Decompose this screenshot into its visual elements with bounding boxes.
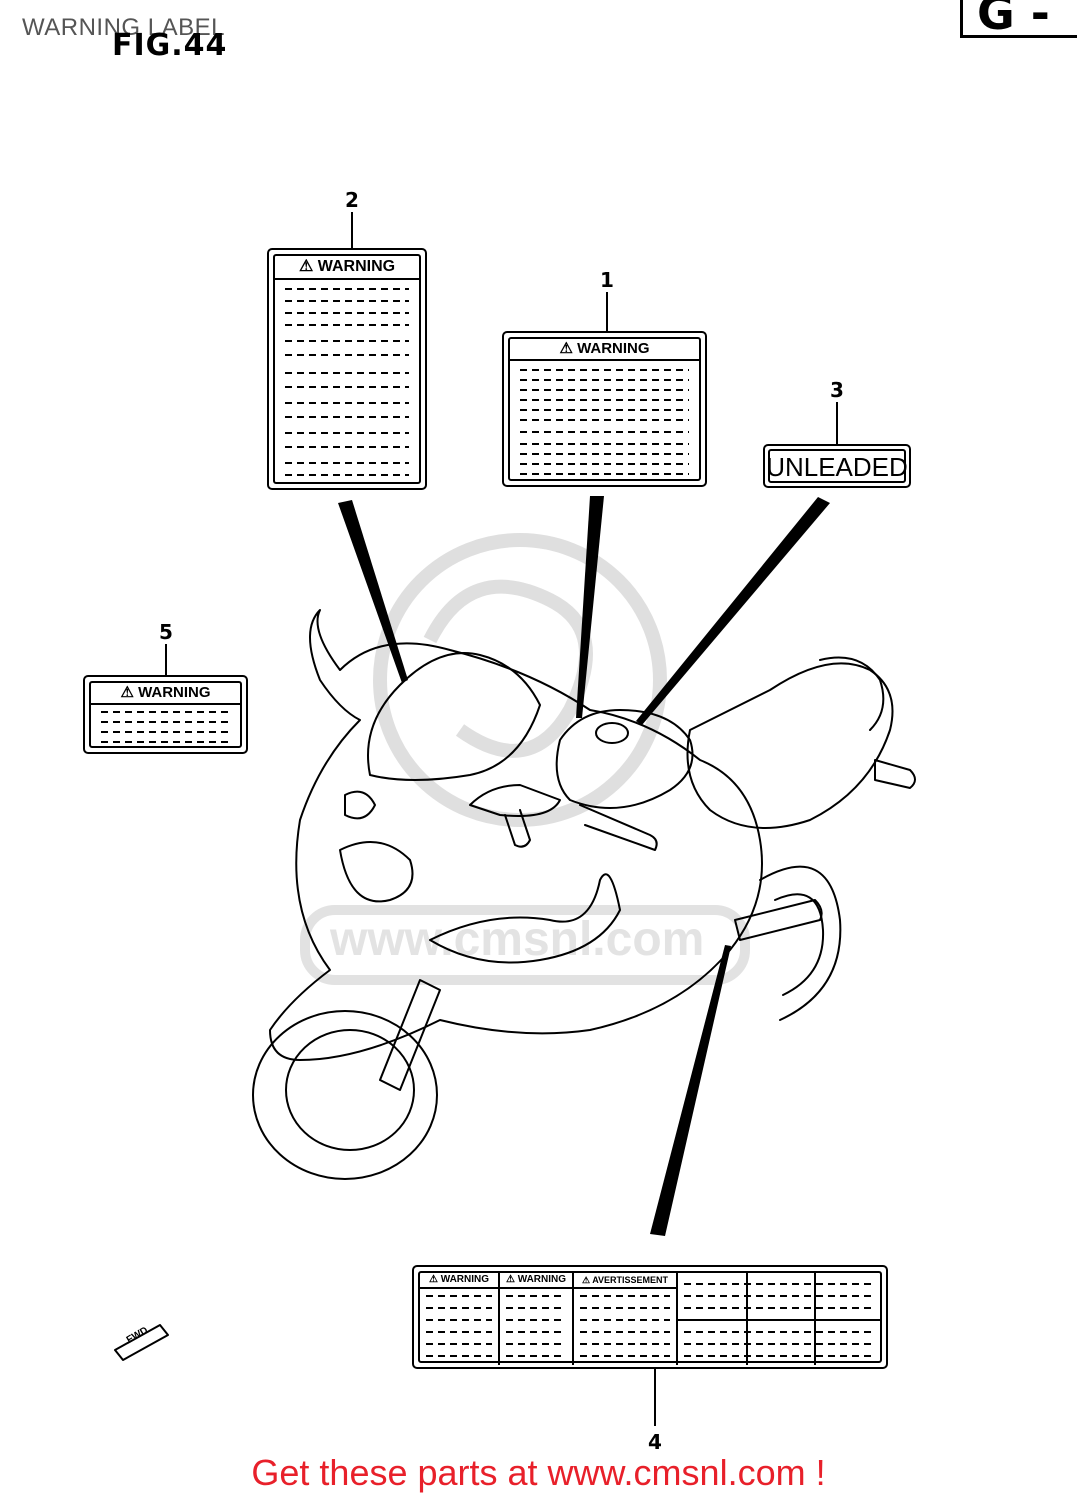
warning-label-2-heading: ⚠ WARNING bbox=[275, 256, 419, 280]
fwd-arrow-icon bbox=[114, 1324, 169, 1361]
leader-label-2 bbox=[338, 500, 408, 683]
warning-label-4-panel-1: ⚠ WARNING bbox=[420, 1273, 500, 1365]
front-fork bbox=[379, 979, 441, 1091]
exhaust bbox=[734, 899, 823, 941]
watermark-logo: www.cmsnl.com bbox=[329, 533, 704, 966]
seat bbox=[686, 662, 894, 829]
windscreen bbox=[367, 652, 541, 781]
unleaded-label-text: UNLEADED bbox=[766, 452, 908, 482]
section-code: G - bbox=[960, 0, 1077, 40]
watermark-text: www.cmsnl.com bbox=[329, 913, 704, 966]
warning-label-4: ⚠ WARNING ⚠ WARNING ⚠ AVERTISSEMENT bbox=[412, 1265, 888, 1369]
warning-label-1-heading: ⚠ WARNING bbox=[510, 339, 699, 361]
section-code-text: G - bbox=[977, 0, 1050, 40]
callout-3: 3 bbox=[830, 378, 844, 402]
warning-label-1: ⚠ WARNING bbox=[502, 331, 707, 487]
warning-label-4-table-panel bbox=[678, 1273, 880, 1365]
front-wheel bbox=[252, 1010, 438, 1180]
callout-5: 5 bbox=[159, 620, 173, 644]
warning-label-2: ⚠ WARNING bbox=[267, 248, 427, 490]
rear-wheel bbox=[759, 865, 842, 1021]
fuel-tank bbox=[555, 709, 694, 809]
leader-label-1 bbox=[576, 496, 604, 718]
warning-label-5-heading: ⚠ WARNING bbox=[91, 683, 240, 705]
warning-label-5: ⚠ WARNING bbox=[83, 675, 248, 754]
fairing bbox=[269, 609, 763, 1061]
unleaded-label: UNLEADED bbox=[763, 444, 911, 488]
footer-cta[interactable]: Get these parts at www.cmsnl.com ! bbox=[251, 1452, 826, 1493]
warning-label-4-panel-3: ⚠ AVERTISSEMENT bbox=[574, 1273, 678, 1365]
callout-2: 2 bbox=[345, 188, 359, 212]
callout-4: 4 bbox=[648, 1430, 662, 1454]
leader-label-3 bbox=[636, 497, 830, 725]
figure-label: FIG.44 bbox=[112, 28, 228, 63]
leader-label-4 bbox=[650, 945, 731, 1236]
page-title: WARNING LABEL bbox=[22, 14, 225, 41]
warning-label-4-panel-2: ⚠ WARNING bbox=[500, 1273, 574, 1365]
callout-1: 1 bbox=[600, 268, 614, 292]
